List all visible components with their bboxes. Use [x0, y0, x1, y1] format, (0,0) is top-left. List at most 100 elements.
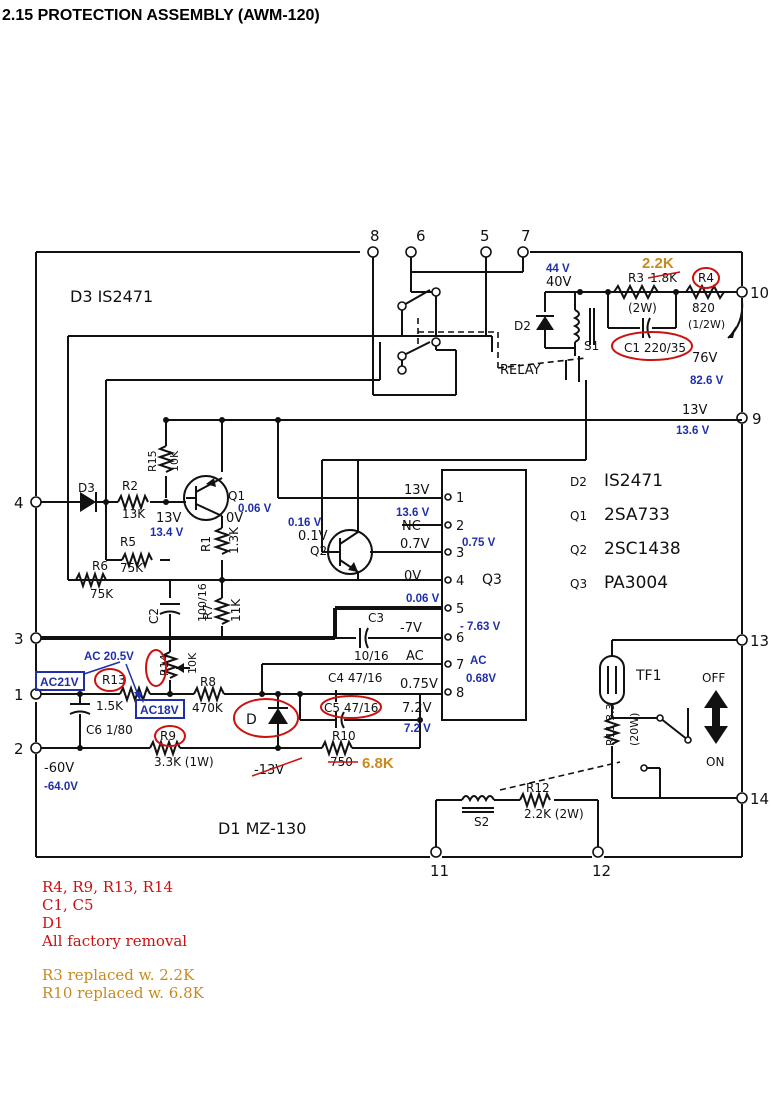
- r4-label: R4: [698, 271, 714, 285]
- q3-pin-7: 7: [456, 658, 464, 673]
- legend-ref-q2: Q2: [570, 543, 587, 557]
- on-label: ON: [706, 755, 724, 769]
- legend-part-q1: 2SA733: [604, 505, 670, 525]
- v-pin4: 0V: [404, 569, 421, 584]
- relay-label: RELAY: [500, 363, 541, 378]
- c2-value: 100/16: [196, 583, 209, 622]
- v-pin1: 13V: [404, 483, 430, 498]
- terminal-label-13: 13: [750, 632, 769, 650]
- r15-value: 10K: [168, 450, 181, 472]
- r15-label: R15: [146, 450, 159, 472]
- mv-pin4: 0.06 V: [406, 593, 440, 605]
- terminal-12: [592, 846, 604, 858]
- q3-pin-3: 3: [456, 546, 464, 561]
- q3-pin-4: 4: [456, 574, 464, 589]
- c6-label: C6 1/80: [86, 723, 133, 737]
- v-pin3: 0.7V: [400, 537, 430, 552]
- terminal-label-4: 4: [14, 494, 24, 512]
- r3-new-value: 2.2K: [642, 255, 674, 272]
- s1-label: S1: [584, 339, 599, 353]
- r3-label: R3: [628, 271, 644, 285]
- off-label: OFF: [702, 671, 725, 685]
- r5-label: R5: [120, 535, 136, 549]
- v-pin8b: 7.2V: [402, 701, 432, 716]
- c2-label: C2: [147, 608, 161, 624]
- mv-pin7b: 0.68V: [466, 673, 496, 685]
- q3-label: Q3: [482, 572, 502, 588]
- terminal-label-12: 12: [592, 862, 611, 880]
- r4-value: 820: [692, 301, 715, 315]
- mv-13-6-t9: 13.6 V: [676, 425, 710, 437]
- q3-pin-2: 2: [456, 519, 464, 534]
- d3-label: D3: [78, 481, 95, 495]
- r7-value: 11K: [229, 598, 243, 622]
- v-0-q1: 0V: [226, 511, 243, 526]
- r12-value: 2.2K (2W): [524, 807, 584, 821]
- terminal-label-14: 14: [750, 790, 769, 808]
- note-removal-0: R4, R9, R13, R14: [42, 878, 173, 896]
- relay-contacts: [372, 257, 524, 396]
- removal-marks: [94, 267, 720, 747]
- mv-0-16: 0.16 V: [288, 517, 322, 529]
- r7-label: R7: [201, 604, 215, 620]
- legend-ref-q3: Q3: [570, 577, 587, 591]
- mv-44: 44 V: [546, 263, 570, 275]
- terminal-label-5: 5: [480, 227, 490, 245]
- c4-label: C4 47/16: [328, 671, 382, 685]
- r13-value: 1.5K: [96, 699, 124, 713]
- v-pin6: -7V: [400, 621, 422, 636]
- legend-part-q3: PA3004: [604, 573, 668, 593]
- terminal-label-6: 6: [416, 227, 426, 245]
- page-title: 2.15 PROTECTION ASSEMBLY (AWM-120): [2, 7, 320, 24]
- r11-label: R11 3.3: [604, 703, 617, 746]
- terminal-label-11: 11: [430, 862, 449, 880]
- ac-boxes: AC21V AC18V: [35, 661, 185, 719]
- terminal-6: [405, 246, 417, 258]
- c3-value: 10/16: [354, 649, 389, 663]
- v-76: 76V: [692, 351, 718, 366]
- semiconductor-legend: D2 IS2471 Q1 2SA733 Q2 2SC1438 Q3 PA3004: [570, 471, 681, 593]
- ground-rail: [41, 606, 442, 649]
- v-pin8: 0.75V: [400, 677, 438, 692]
- r3-watt: (2W): [628, 301, 657, 315]
- v-0-1: 0.1V: [298, 529, 328, 544]
- q3-pin-5: 5: [456, 602, 464, 617]
- r14-label: R14: [158, 654, 171, 676]
- r10-new-value: 6.8K: [362, 755, 394, 772]
- c5-label: C5 47/16: [324, 701, 378, 715]
- terminal-3: [30, 632, 42, 644]
- terminal-label-2: 2: [14, 740, 24, 758]
- mv-pin1: 13.6 V: [396, 507, 430, 519]
- v-pin2: NC: [402, 519, 421, 534]
- d-label: D: [246, 712, 257, 728]
- r4-watt: (1/2W): [688, 318, 725, 331]
- mv-pin6: - 7.63 V: [460, 621, 501, 633]
- legend-part-q2: 2SC1438: [604, 539, 681, 559]
- terminal-label-9: 9: [752, 410, 762, 428]
- q3-pin-8: 8: [456, 686, 464, 701]
- v-40: 40V: [546, 275, 572, 290]
- mv-pin7: AC: [470, 655, 487, 667]
- mv-ac18: AC18V: [140, 703, 179, 717]
- v-neg60: -60V: [44, 761, 74, 776]
- mv-neg64: -64.0V: [44, 781, 78, 793]
- r10-label: R10: [332, 729, 356, 743]
- terminal-label-3: 3: [14, 630, 24, 648]
- v-pin7: AC: [406, 649, 424, 664]
- q3-pin-6: 6: [456, 631, 464, 646]
- terminal-5: [480, 246, 492, 258]
- note-replaced-0: R3 replaced w. 2.2K: [42, 966, 195, 984]
- mv-ac20-5: AC 20.5V: [84, 651, 134, 663]
- r5-value: 75K: [120, 561, 144, 575]
- terminal-4: [30, 496, 42, 508]
- c3-label: C3: [368, 611, 384, 625]
- mv-pin3: 0.75 V: [462, 537, 496, 549]
- r9-label: R9: [160, 729, 176, 743]
- legend-ref-d2: D2: [570, 475, 587, 489]
- terminal-2: [30, 742, 42, 754]
- board-outline: [35, 251, 743, 858]
- relay-coil-circuit: [497, 283, 744, 382]
- d3-header-label: D3 IS2471: [70, 287, 153, 306]
- r8-label: R8: [200, 675, 216, 689]
- terminal-11: [430, 846, 442, 858]
